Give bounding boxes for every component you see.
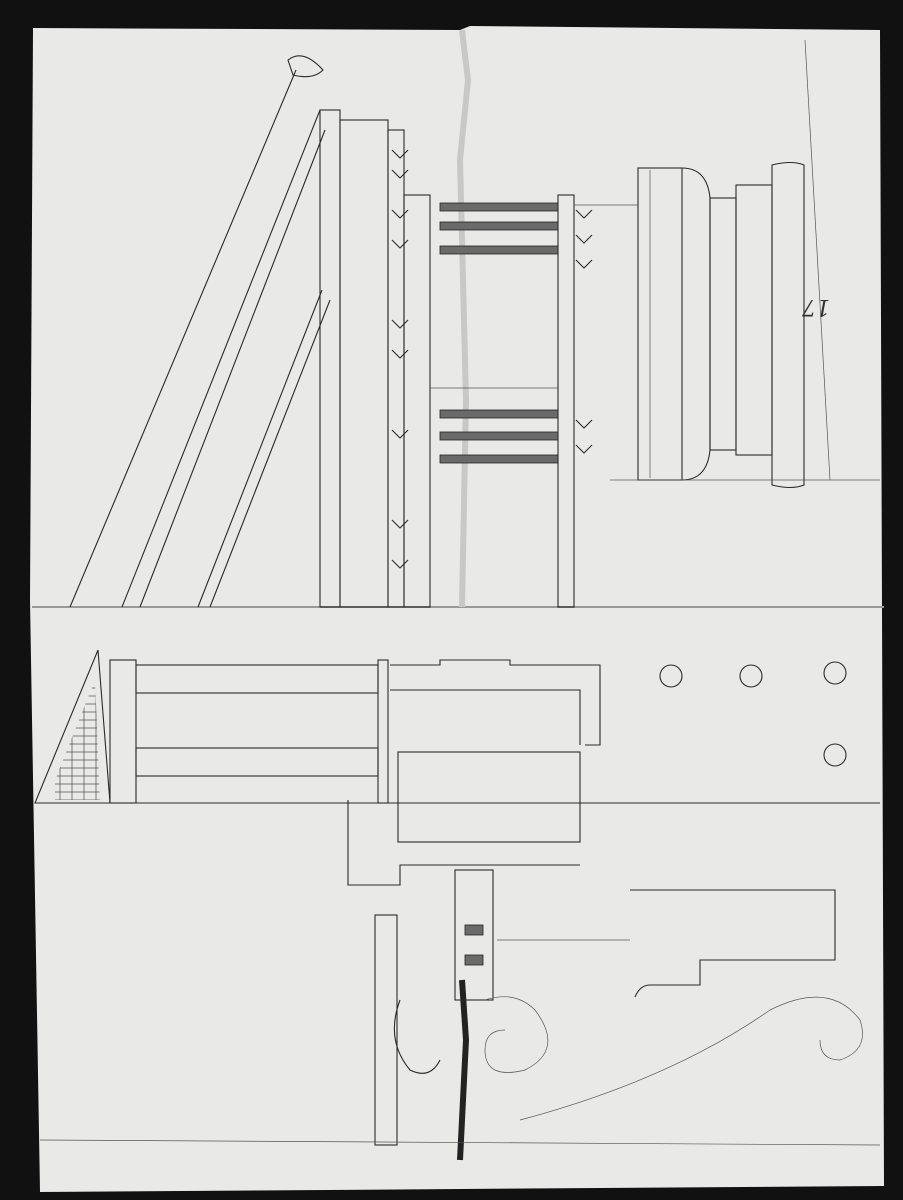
stain-upper xyxy=(456,29,472,608)
sheet-number: 17 xyxy=(802,294,830,319)
paper xyxy=(30,26,884,1192)
lower-elevation xyxy=(34,649,881,1146)
upper-elevation: 17 xyxy=(69,39,880,608)
